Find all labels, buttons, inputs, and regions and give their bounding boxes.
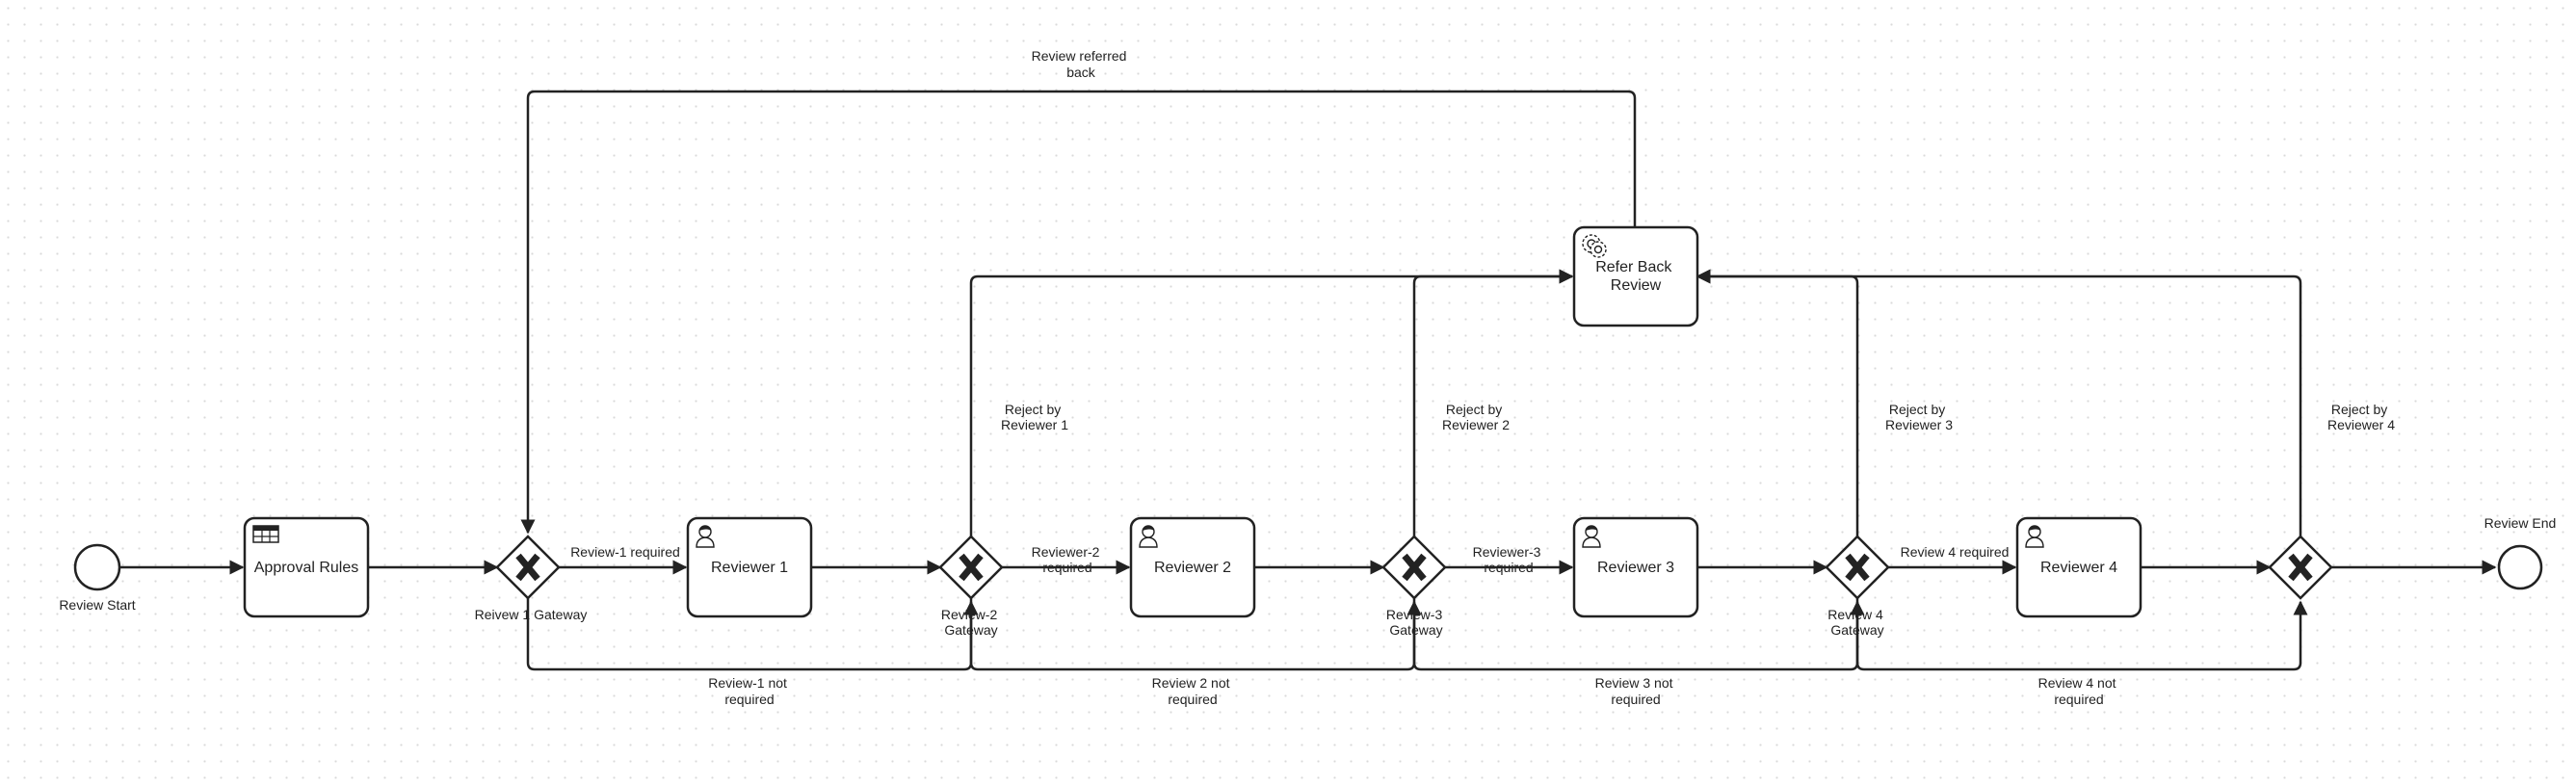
flow-label-referred-back: Review referred back: [1032, 48, 1131, 80]
task-reviewer-1[interactable]: Reviewer 1: [686, 516, 813, 618]
task-reviewer-2-label: Reviewer 2: [1154, 560, 1231, 576]
gateway-review-4[interactable]: [1825, 535, 1890, 600]
task-reviewer-1-label: Reviewer 1: [711, 560, 788, 576]
exclusive-x-icon: [1402, 553, 1427, 582]
flow-label-not-required1: Review-1 not required: [708, 675, 791, 707]
flow-label-review2-required: Reviewer-2 required: [1032, 544, 1104, 575]
task-reviewer-3[interactable]: Reviewer 3: [1572, 516, 1699, 618]
flow-review4-not-required[interactable]: [1855, 598, 2308, 671]
user-icon: [1139, 525, 1158, 548]
flow-label-reject3: Reject by Reviewer 3: [1885, 402, 1953, 432]
flow-reject-reviewer4[interactable]: [1695, 269, 2302, 536]
flow-label-not-required3: Review 3 not required: [1595, 675, 1677, 707]
task-approval-rules[interactable]: Approval Rules: [243, 516, 370, 618]
flow-label-review3-required: Reviewer-3 required: [1473, 544, 1545, 575]
flow-label-not-required4: Review 4 not required: [2038, 675, 2120, 707]
gateway-review-4-label: Review 4 Gateway: [1827, 607, 1886, 638]
gateway-review-1-label: Reivew 1 Gateway: [475, 607, 588, 622]
sequence-flows: [119, 90, 2497, 671]
gateway-review-1[interactable]: [495, 535, 561, 600]
task-refer-back-review-label: Refer Back Review: [1595, 259, 1676, 294]
flow-label-reject4: Reject by Reviewer 4: [2327, 402, 2395, 432]
flow-label-reject1: Reject by Reviewer 1: [1001, 402, 1068, 432]
start-event[interactable]: [73, 543, 121, 591]
gear-icon: [1582, 234, 1607, 258]
end-event-label: Review End: [2484, 515, 2557, 531]
gateway-final[interactable]: [2268, 535, 2333, 600]
start-event-label: Review Start: [59, 597, 135, 613]
end-event[interactable]: [2497, 544, 2543, 590]
user-icon: [696, 525, 715, 548]
flow-reject-reviewer2[interactable]: [1412, 269, 1574, 536]
user-icon: [1582, 525, 1601, 548]
task-reviewer-4[interactable]: Reviewer 4: [2015, 516, 2142, 618]
gateway-review-3[interactable]: [1381, 535, 1447, 600]
exclusive-x-icon: [515, 553, 540, 582]
flow-label-review4-required: Review 4 required: [1901, 544, 2010, 560]
exclusive-x-icon: [1845, 553, 1870, 582]
task-reviewer-3-label: Reviewer 3: [1597, 560, 1674, 576]
table-icon: [252, 525, 279, 543]
exclusive-x-icon: [959, 553, 984, 582]
gateway-review-2-label: Review-2 Gateway: [941, 607, 1001, 638]
flow-reject-reviewer3[interactable]: [1695, 269, 1859, 536]
task-reviewer-2[interactable]: Reviewer 2: [1129, 516, 1256, 618]
flow-reject-reviewer1[interactable]: [969, 269, 1574, 536]
user-icon: [2025, 525, 2044, 548]
gateway-review-3-label: Review-3 Gateway: [1386, 607, 1446, 638]
flow-label-reject2: Reject by Reviewer 2: [1442, 402, 1510, 432]
task-approval-rules-label: Approval Rules: [254, 560, 359, 576]
task-refer-back-review[interactable]: Refer Back Review: [1572, 225, 1699, 327]
gateway-review-2[interactable]: [938, 535, 1004, 600]
flow-review-referred-back[interactable]: [520, 90, 1637, 535]
flow-label-not-required2: Review 2 not required: [1152, 675, 1234, 707]
exclusive-x-icon: [2288, 553, 2313, 582]
task-reviewer-4-label: Reviewer 4: [2040, 560, 2117, 576]
flow-label-review1-required: Review-1 required: [570, 544, 680, 560]
